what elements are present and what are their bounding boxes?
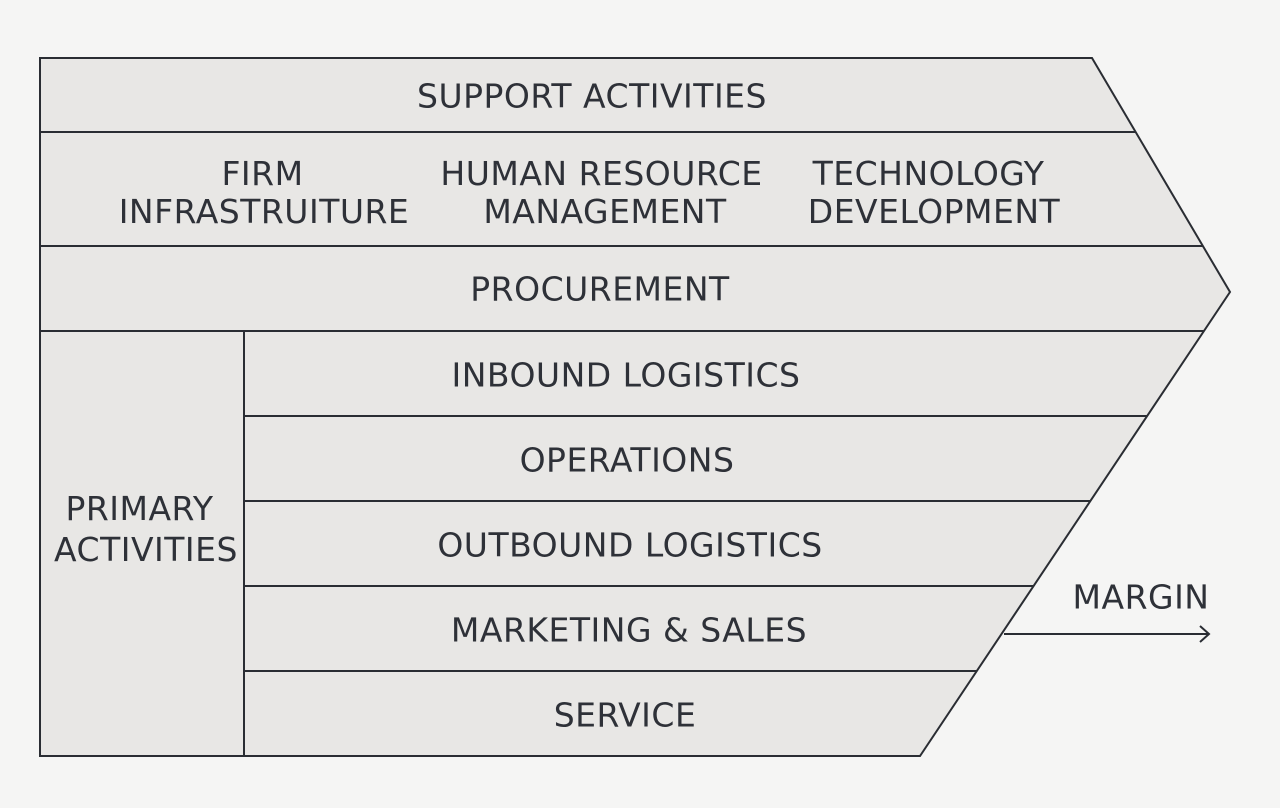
margin-label: MARGIN bbox=[1073, 578, 1210, 617]
service-label: SERVICE bbox=[554, 696, 697, 735]
margin-arrow-head bbox=[1199, 625, 1211, 643]
human-resource-line-1: HUMAN RESOURCE bbox=[440, 154, 762, 193]
support-activities-title: SUPPORT ACTIVITIES bbox=[417, 77, 767, 116]
technology-line-2: DEVELOPMENT bbox=[808, 192, 1061, 231]
firm-infrastructure-label: FIRM INFRASTRUITURE bbox=[119, 154, 410, 231]
technology-development-label: TECHNOLOGY DEVELOPMENT bbox=[808, 154, 1061, 231]
operations-label: OPERATIONS bbox=[520, 441, 735, 480]
primary-activities-line-2: ACTIVITIES bbox=[54, 530, 238, 569]
human-resource-line-2: MANAGEMENT bbox=[483, 192, 727, 231]
value-chain-outline bbox=[39, 57, 1232, 757]
human-resource-management-label: HUMAN RESOURCE MANAGEMENT bbox=[440, 154, 773, 231]
firm-infrastructure-line-2: INFRASTRUITURE bbox=[119, 192, 410, 231]
procurement-label: PROCUREMENT bbox=[470, 270, 730, 309]
firm-infrastructure-line-1: FIRM bbox=[221, 154, 303, 193]
inbound-logistics-label: INBOUND LOGISTICS bbox=[451, 356, 800, 395]
primary-activities-label: PRIMARY ACTIVITIES bbox=[54, 489, 238, 569]
primary-activities-line-1: PRIMARY bbox=[65, 489, 213, 528]
technology-line-1: TECHNOLOGY bbox=[812, 154, 1045, 193]
marketing-sales-label: MARKETING & SALES bbox=[451, 611, 807, 650]
outbound-logistics-label: OUTBOUND LOGISTICS bbox=[437, 526, 822, 565]
